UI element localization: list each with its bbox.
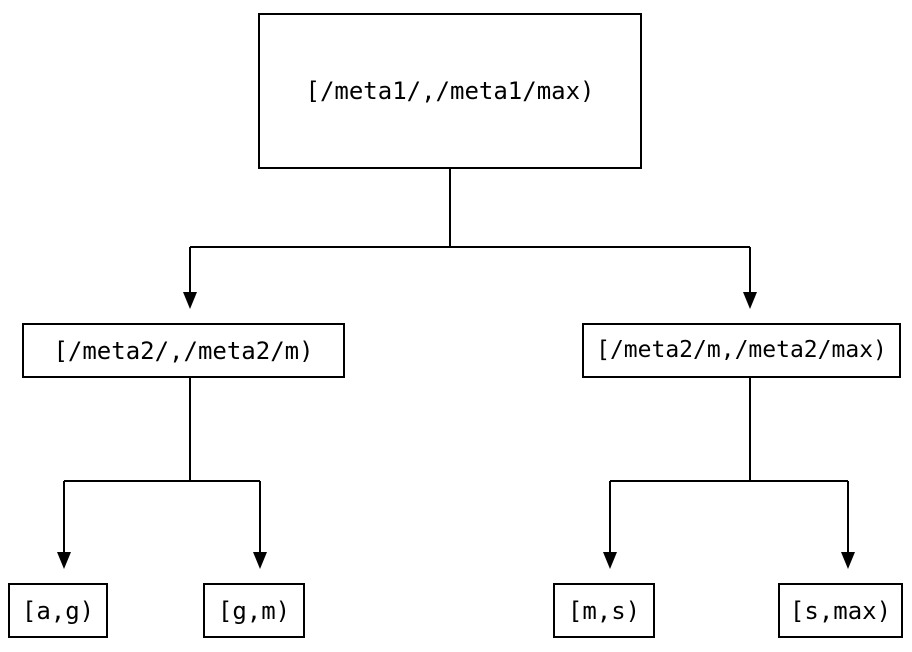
node-leaf-gm: [g,m)	[203, 583, 305, 638]
node-root-range: [/meta1/,/meta1/max)	[258, 13, 642, 169]
arrowhead-left-branch	[183, 292, 197, 309]
arrowhead-ag	[57, 552, 71, 569]
node-leaf-ag: [a,g)	[8, 583, 108, 638]
node-leaf-ms: [m,s)	[553, 583, 655, 638]
arrowhead-smax	[841, 552, 855, 569]
node-leaf-smax: [s,max)	[778, 583, 903, 638]
arrowhead-right-branch	[743, 292, 757, 309]
node-right-range: [/meta2/m,/meta2/max)	[582, 323, 901, 378]
arrowhead-gm	[253, 552, 267, 569]
node-left-range: [/meta2/,/meta2/m)	[22, 323, 345, 378]
arrowhead-ms	[603, 552, 617, 569]
